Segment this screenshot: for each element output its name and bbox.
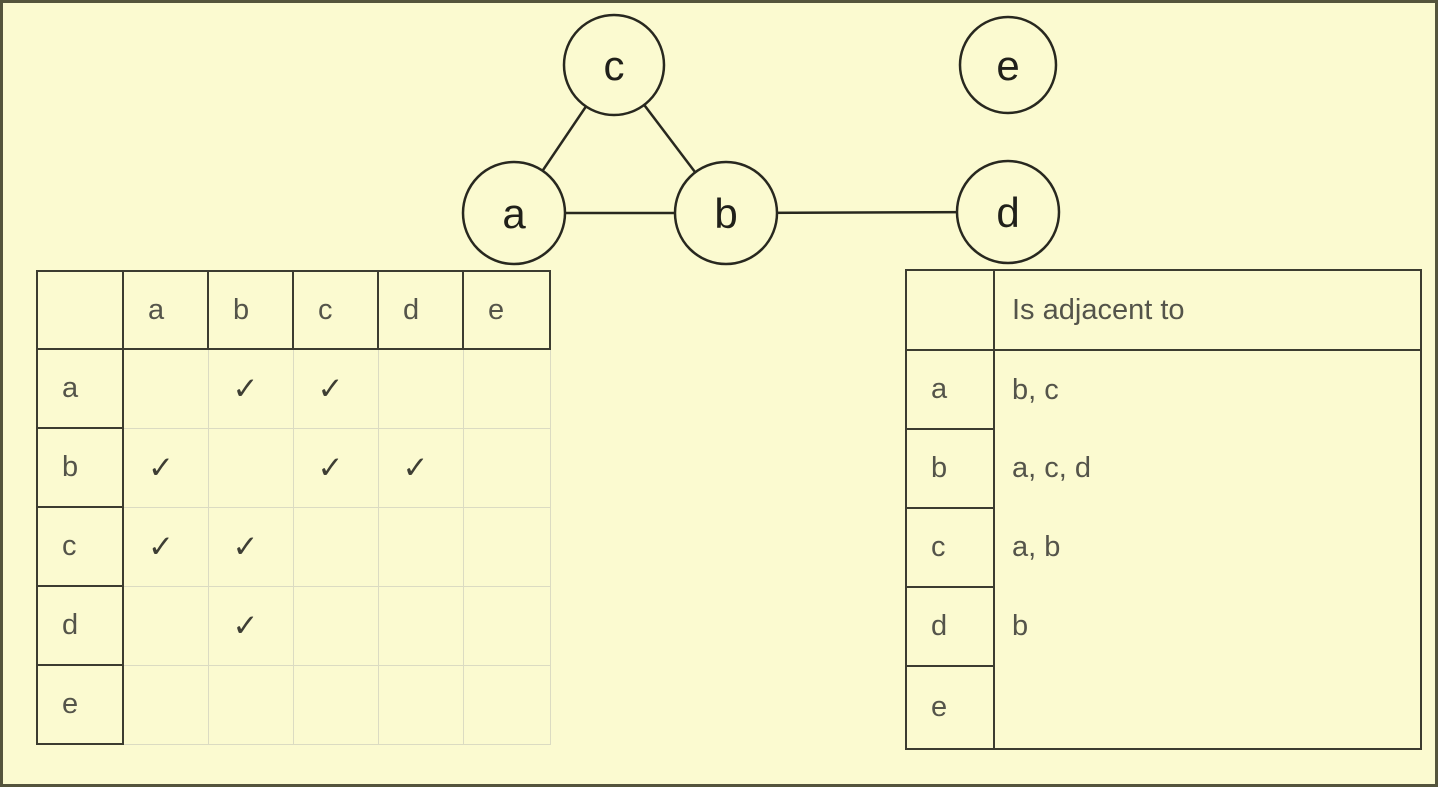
matrix-cell-a-d [377, 348, 464, 429]
matrix-cell-d-d [377, 585, 464, 666]
matrix-cell-c-c [292, 506, 379, 587]
matrix-row-b: b✓✓✓ [36, 427, 551, 508]
graph-node-c [562, 13, 666, 117]
matrix-cell-c-d [377, 506, 464, 587]
matrix-row-header-a: a [36, 348, 124, 429]
list-row-header-b: b [905, 428, 995, 509]
matrix-cell-c-a: ✓ [122, 506, 209, 587]
matrix-corner-cell [36, 270, 124, 350]
graph-node-e [958, 15, 1058, 115]
list-row-header-e: e [905, 665, 995, 750]
list-value-a: b, c [993, 350, 1422, 429]
matrix-cell-e-b [207, 664, 294, 745]
matrix-cell-a-b: ✓ [207, 348, 294, 429]
matrix-cell-d-b: ✓ [207, 585, 294, 666]
matrix-row-header-e: e [36, 664, 124, 745]
graph-node-b [673, 160, 779, 266]
matrix-cell-b-d: ✓ [377, 427, 464, 508]
matrix-row-e: e [36, 664, 551, 745]
matrix-col-header-d: d [377, 270, 464, 350]
matrix-cell-e-a [122, 664, 209, 745]
matrix-cell-a-c: ✓ [292, 348, 379, 429]
matrix-cell-a-a [122, 348, 209, 429]
list-row-header-a: a [905, 349, 995, 430]
matrix-cell-e-c [292, 664, 379, 745]
matrix-cell-b-c: ✓ [292, 427, 379, 508]
graph-node-label-c: c [604, 42, 625, 89]
matrix-cell-b-a: ✓ [122, 427, 209, 508]
list-value-d: b [993, 587, 1422, 666]
matrix-row-a: a ✓✓ [36, 348, 551, 429]
matrix-cell-e-d [377, 664, 464, 745]
list-row-header-d: d [905, 586, 995, 667]
matrix-col-header-b: b [207, 270, 294, 350]
list-corner-cell [905, 269, 995, 351]
list-value-b: a, c, d [993, 429, 1422, 508]
list-value-c: a, b [993, 508, 1422, 587]
adjacency-matrix-body: a✓✓b✓✓✓c✓✓d✓e [36, 348, 551, 745]
graph-node-label-e: e [996, 42, 1019, 89]
list-row-e: e [905, 665, 1422, 750]
graph-svg: c e a b d [461, 13, 1061, 266]
matrix-row-header-b: b [36, 427, 124, 508]
matrix-row-header-d: d [36, 585, 124, 666]
matrix-row-c: c✓✓ [36, 506, 551, 587]
graph-node-d [955, 159, 1061, 265]
matrix-cell-a-e [462, 348, 551, 429]
matrix-cell-d-c [292, 585, 379, 666]
matrix-cell-b-b [207, 427, 294, 508]
list-header-row: Is adjacent to [905, 269, 1422, 351]
matrix-row-d: d✓ [36, 585, 551, 666]
matrix-col-header-a: a [122, 270, 209, 350]
graph-node-a [461, 160, 567, 266]
graph-node-label-d: d [996, 189, 1019, 236]
matrix-cell-c-b: ✓ [207, 506, 294, 587]
matrix-row-header-c: c [36, 506, 124, 587]
matrix-cell-d-e [462, 585, 551, 666]
matrix-cell-c-e [462, 506, 551, 587]
matrix-col-header-c: c [292, 270, 379, 350]
list-header-cell: Is adjacent to [993, 269, 1422, 351]
graph-node-label-a: a [502, 190, 526, 237]
list-value-e [993, 666, 1422, 750]
list-row-header-c: c [905, 507, 995, 588]
graph-node-label-b: b [714, 190, 737, 237]
matrix-cell-b-e [462, 427, 551, 508]
matrix-cell-e-e [462, 664, 551, 745]
matrix-cell-d-a [122, 585, 209, 666]
adjacency-list-header: Is adjacent to [905, 269, 1422, 351]
matrix-col-header-e: e [462, 270, 551, 350]
